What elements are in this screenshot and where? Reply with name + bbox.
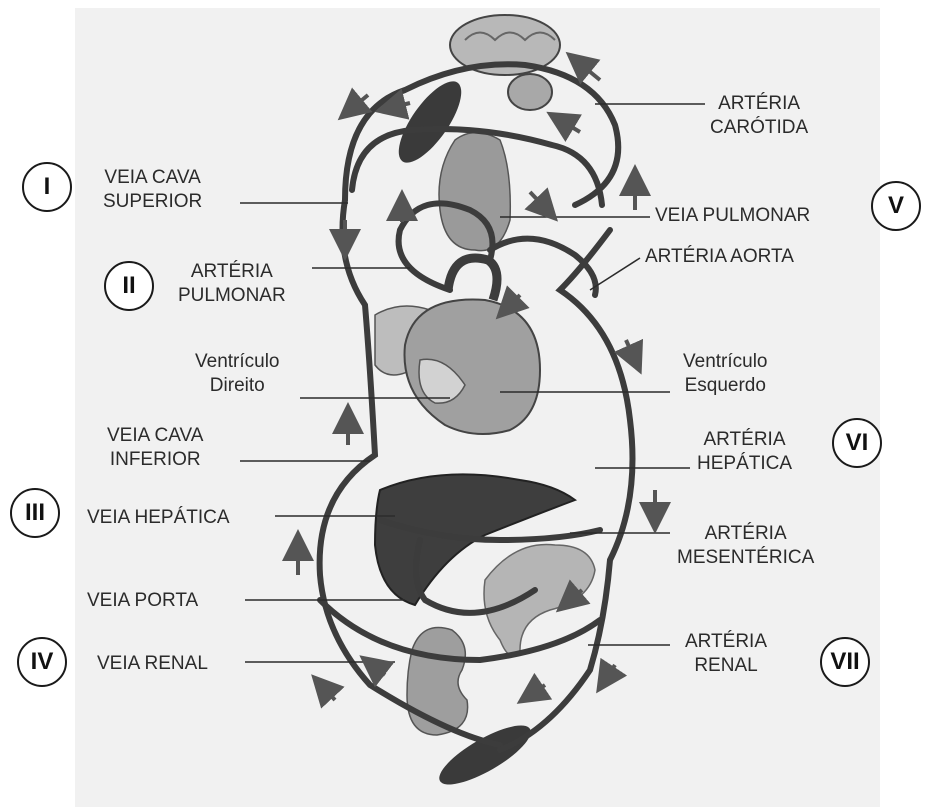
label-arteria-mesenterica-line2: MESENTÉRICA — [677, 546, 814, 570]
label-veia-cava-inferior: VEIA CAVA INFERIOR — [107, 424, 203, 472]
label-veia-cava-inferior-line2: INFERIOR — [107, 448, 203, 472]
label-arteria-mesenterica-line1: ARTÉRIA — [677, 522, 814, 546]
badge-vii: VII — [820, 637, 870, 687]
label-arteria-pulmonar: ARTÉRIA PULMONAR — [178, 260, 286, 308]
label-veia-cava-superior: VEIA CAVA SUPERIOR — [103, 166, 202, 214]
lungs-organ — [439, 133, 510, 251]
label-arteria-pulmonar-line2: PULMONAR — [178, 284, 286, 308]
label-arteria-mesenterica: ARTÉRIA MESENTÉRICA — [677, 522, 814, 570]
label-ventriculo-direito-line1: Ventrículo — [195, 350, 280, 374]
label-ventriculo-esquerdo-line1: Ventrículo — [683, 350, 768, 374]
badge-ii: II — [104, 261, 154, 311]
label-veia-cava-superior-line2: SUPERIOR — [103, 190, 202, 214]
label-arteria-aorta: ARTÉRIA AORTA — [645, 245, 794, 269]
label-arteria-renal: ARTÉRIA RENAL — [685, 630, 767, 678]
label-veia-cava-inferior-line1: VEIA CAVA — [107, 424, 203, 448]
label-arteria-renal-line1: ARTÉRIA — [685, 630, 767, 654]
label-arteria-pulmonar-line1: ARTÉRIA — [178, 260, 286, 284]
badge-v: V — [871, 181, 921, 231]
label-arteria-hepatica-line1: ARTÉRIA — [697, 428, 792, 452]
label-veia-renal: VEIA RENAL — [97, 652, 208, 676]
label-arteria-carotida-line1: ARTÉRIA — [710, 92, 808, 116]
badge-i: I — [22, 162, 72, 212]
label-ventriculo-direito-line2: Direito — [195, 374, 280, 398]
badge-vi: VI — [832, 418, 882, 468]
badge-iii: III — [10, 488, 60, 538]
kidney-organ — [407, 628, 468, 736]
label-veia-hepatica: VEIA HEPÁTICA — [87, 506, 230, 530]
label-veia-porta: VEIA PORTA — [87, 589, 198, 613]
label-ventriculo-esquerdo-line2: Esquerdo — [683, 374, 768, 398]
badge-iv: IV — [17, 637, 67, 687]
label-veia-cava-superior-line1: VEIA CAVA — [103, 166, 202, 190]
label-arteria-hepatica-line2: HEPÁTICA — [697, 452, 792, 476]
label-ventriculo-esquerdo: Ventrículo Esquerdo — [683, 350, 768, 398]
label-arteria-renal-line2: RENAL — [685, 654, 767, 678]
label-arteria-carotida-line2: CARÓTIDA — [710, 116, 808, 140]
label-ventriculo-direito: Ventrículo Direito — [195, 350, 280, 398]
label-arteria-carotida: ARTÉRIA CARÓTIDA — [710, 92, 808, 140]
label-veia-pulmonar: VEIA PULMONAR — [655, 204, 810, 228]
label-arteria-hepatica: ARTÉRIA HEPÁTICA — [697, 428, 792, 476]
